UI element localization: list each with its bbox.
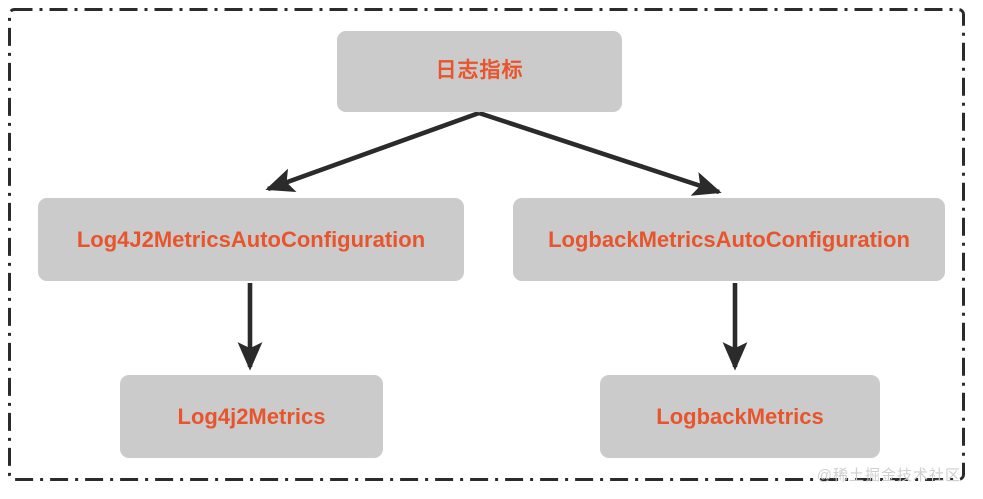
node-logback-metrics-label: LogbackMetrics xyxy=(656,403,824,429)
watermark-text: @稀土掘金技术社区 xyxy=(816,467,961,484)
node-log4j2-metrics[interactable]: Log4j2Metrics xyxy=(120,375,383,458)
node-logback-metrics-auto-configuration-label: LogbackMetricsAutoConfiguration xyxy=(548,226,910,252)
node-log4j2-metrics-label: Log4j2Metrics xyxy=(177,403,326,429)
node-log4j2-metrics-auto-configuration-label: Log4J2MetricsAutoConfiguration xyxy=(76,226,426,252)
node-logback-metrics[interactable]: LogbackMetrics xyxy=(600,375,880,458)
edge-root-to-logback-config xyxy=(478,110,722,196)
node-log4j2-metrics-auto-configuration[interactable]: Log4J2MetricsAutoConfiguration xyxy=(38,198,464,281)
node-root-label: 日志指标 xyxy=(435,59,524,83)
node-root[interactable]: 日志指标 xyxy=(337,31,622,112)
node-logback-metrics-auto-configuration[interactable]: LogbackMetricsAutoConfiguration xyxy=(513,198,945,281)
edge-root-to-log4j2-config xyxy=(265,110,480,192)
